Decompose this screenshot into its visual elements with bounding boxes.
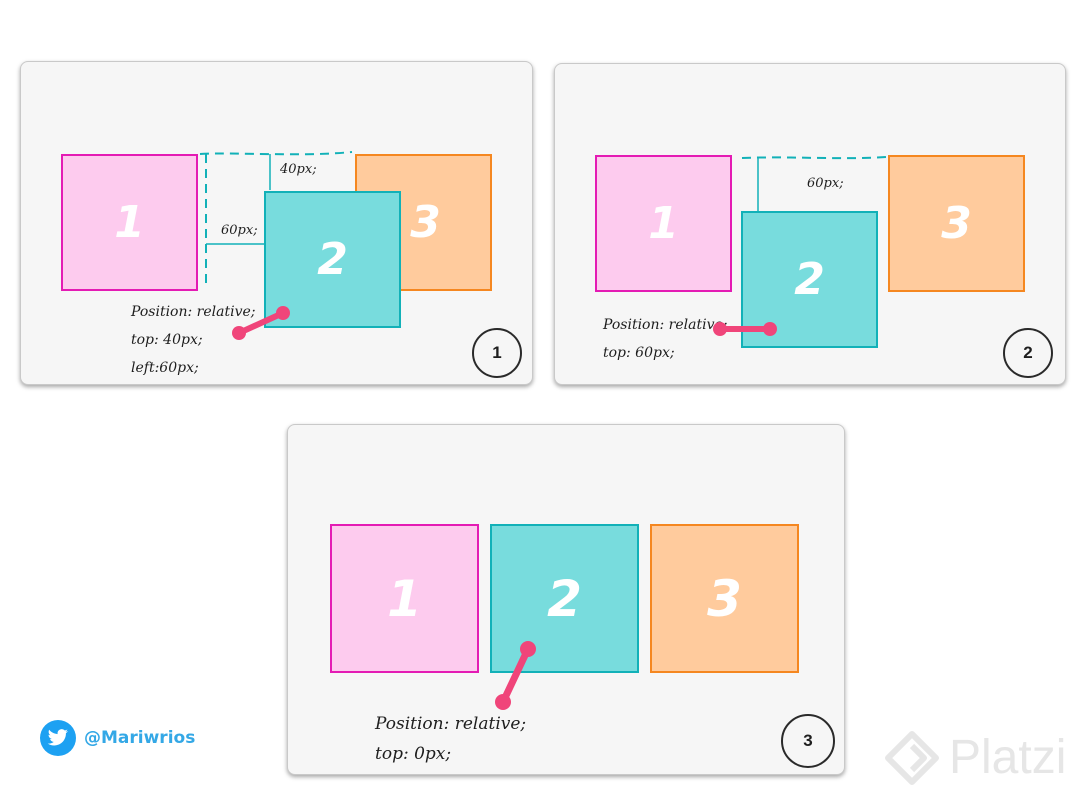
step-badge: 1 — [472, 328, 522, 378]
panel-3: 1 2 3 Position: relative; top: 0px; 3 — [287, 424, 845, 775]
box-3: 3 — [888, 155, 1025, 292]
step-badge: 2 — [1003, 328, 1053, 378]
platzi-logo-icon — [885, 730, 939, 785]
code-line-top: top: 40px; — [131, 332, 203, 348]
step-badge: 3 — [781, 714, 835, 768]
box-1: 1 — [595, 155, 732, 292]
code-line-position: Position: relative; — [131, 304, 256, 320]
box-1-label: 1 — [648, 198, 679, 249]
css-code: Position: relative; top: 60px; — [603, 311, 727, 367]
code-line-top: top: 0px; — [375, 744, 452, 764]
code-line-position: Position: relative; — [603, 317, 728, 333]
platzi-brand: Platzi — [949, 731, 1067, 784]
code-line-left: left:60px; — [131, 360, 199, 376]
box-3-label: 3 — [941, 198, 972, 249]
box-2-label: 2 — [317, 234, 348, 285]
measure-top-label: 60px; — [807, 176, 844, 191]
box-3-label: 3 — [410, 197, 441, 248]
pointer-2 — [713, 322, 777, 336]
box-1-label: 1 — [114, 197, 145, 248]
box-3: 3 — [650, 524, 799, 673]
measure-left-label: 60px; — [221, 223, 258, 238]
box-2-label: 2 — [547, 569, 582, 628]
box-3-label: 3 — [707, 569, 742, 628]
box-1: 1 — [330, 524, 479, 673]
panel-2: 1 3 2 60px; Position: relative; top: 60p… — [554, 63, 1066, 385]
box-2-label: 2 — [794, 254, 825, 305]
dashed-origin-outline — [199, 151, 353, 156]
css-code: Position: relative; top: 0px; — [375, 709, 526, 769]
box-1: 1 — [61, 154, 198, 291]
box-1-label: 1 — [387, 569, 422, 628]
twitter-credit: @Mariwrios — [40, 720, 195, 756]
pointer-1 — [232, 306, 290, 340]
twitter-handle: @Mariwrios — [84, 728, 196, 748]
dashed-origin-outline — [741, 156, 887, 160]
box-2-offset: 2 — [264, 191, 401, 328]
box-2-offset: 2 — [741, 211, 878, 348]
panel-1: 1 3 2 40px; 60px; Position: relative; to… — [20, 61, 533, 385]
code-line-position: Position: relative; — [375, 714, 527, 734]
measure-top-label: 40px; — [280, 162, 317, 177]
platzi-watermark: Platzi — [885, 730, 1066, 785]
twitter-bird-icon — [40, 720, 76, 756]
code-line-top: top: 60px; — [603, 345, 675, 361]
pointer-3 — [495, 641, 536, 710]
box-2: 2 — [490, 524, 639, 673]
css-code: Position: relative; top: 40px; left:60px… — [131, 298, 255, 382]
